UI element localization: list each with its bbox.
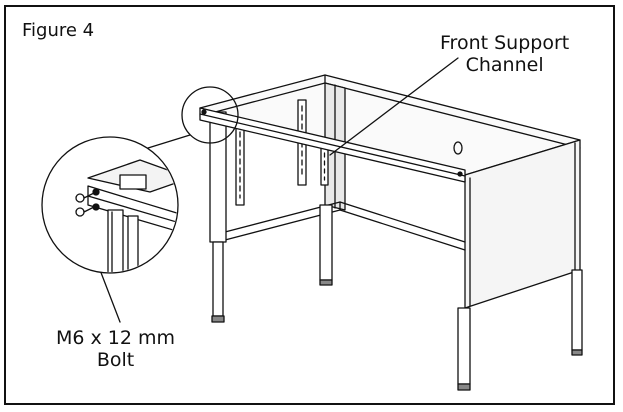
rear-left-leg [319, 204, 333, 286]
front-support-callout-line1: Front Support [440, 32, 570, 54]
bolt-icon [75, 192, 95, 217]
zoom-connector-line [147, 134, 191, 149]
zoom-target-circle [181, 86, 239, 144]
top-frame-hole [453, 141, 463, 155]
right-side-panel [464, 139, 581, 309]
figure-label: Figure 4 [22, 20, 95, 41]
bolt-callout: M6 x 12 mm Bolt [56, 327, 175, 371]
lower-stretcher [224, 201, 466, 251]
detail-magnified-view [41, 136, 179, 274]
front-left-leg [209, 111, 227, 323]
slotted-bracket-left [235, 124, 245, 206]
front-support-channel-callout: Front Support Channel [440, 32, 569, 76]
front-support-leader-line [329, 57, 459, 156]
rear-right-leg [571, 269, 583, 356]
bolt-callout-line1: M6 x 12 mm [56, 327, 176, 349]
front-support-channel [199, 107, 466, 183]
front-support-callout-line2: Channel [465, 54, 544, 76]
bolt-callout-line2: Bolt [96, 349, 135, 371]
front-right-leg [457, 307, 471, 391]
